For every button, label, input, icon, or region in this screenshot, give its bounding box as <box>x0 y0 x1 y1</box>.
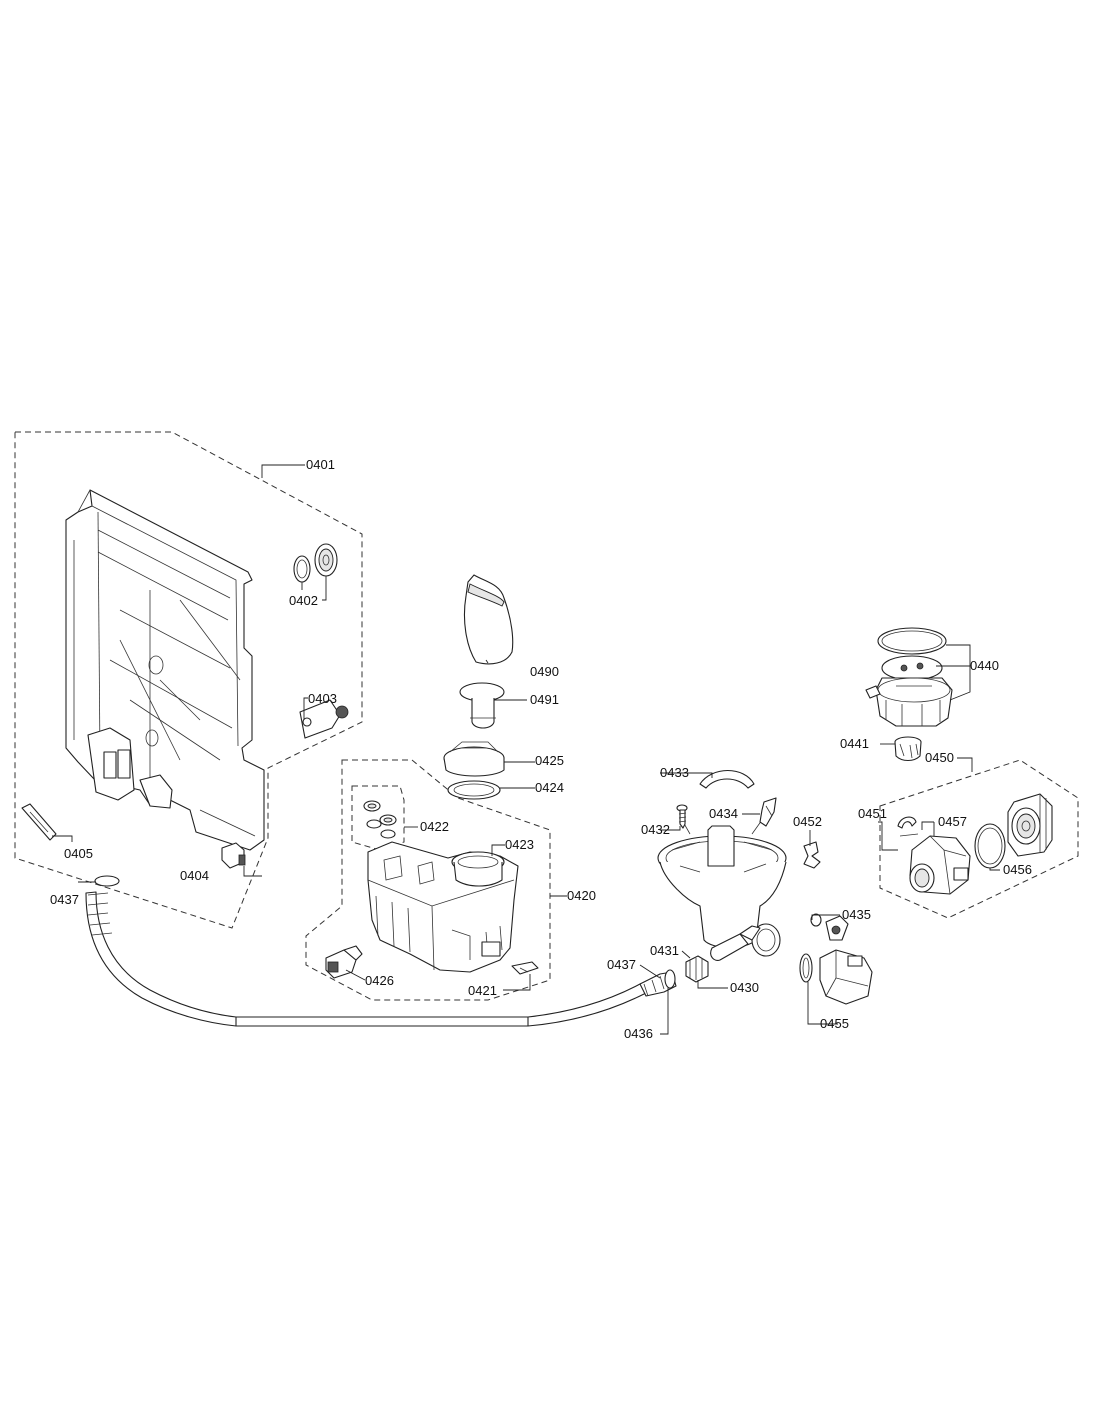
small-seals-part <box>363 800 397 839</box>
filler-cap-part <box>459 682 505 729</box>
group-outline-0420 <box>305 759 551 1001</box>
callout-0436: 0436 <box>624 1026 653 1041</box>
bracket-part <box>21 803 57 841</box>
callout-0456: 0456 <box>1003 862 1032 877</box>
callout-0450: 0450 <box>925 750 954 765</box>
nonreturn-fitting-part <box>685 955 709 983</box>
connector-plug-part <box>221 842 246 869</box>
callout-0402: 0402 <box>289 593 318 608</box>
callout-0490: 0490 <box>530 664 559 679</box>
drain-hose-part <box>85 875 677 1027</box>
callout-0430: 0430 <box>730 980 759 995</box>
check-valve-part <box>759 797 777 827</box>
callout-0425: 0425 <box>535 753 564 768</box>
group-outline-0450 <box>879 759 1079 919</box>
pump-sump-part <box>657 819 787 961</box>
pump-seal-part <box>974 823 1006 869</box>
leader-lines <box>52 464 1000 1035</box>
callout-0451: 0451 <box>858 806 887 821</box>
funnel-part <box>463 574 514 665</box>
callout-0455: 0455 <box>820 1016 849 1031</box>
callout-0432: 0432 <box>641 822 670 837</box>
pump-motor-part <box>1007 793 1053 857</box>
clip-part <box>511 961 539 975</box>
heater-assembly-part <box>865 627 953 727</box>
screw-part <box>676 804 688 829</box>
drain-pump-part <box>799 949 873 1005</box>
callout-0421: 0421 <box>468 983 497 998</box>
callout-0401: 0401 <box>306 457 335 472</box>
callout-0423: 0423 <box>505 837 534 852</box>
callout-0452: 0452 <box>793 814 822 829</box>
callout-0422: 0422 <box>420 819 449 834</box>
heater-hub-part <box>894 736 922 762</box>
callout-0435: 0435 <box>842 907 871 922</box>
pump-clip-part <box>897 816 919 837</box>
callout-0441: 0441 <box>840 736 869 751</box>
valve-fitting-part <box>299 699 349 739</box>
callout-0491: 0491 <box>530 692 559 707</box>
callout-0404: 0404 <box>180 868 209 883</box>
callout-0431: 0431 <box>650 943 679 958</box>
small-valve-part <box>810 913 849 941</box>
callout-0420: 0420 <box>567 888 596 903</box>
callout-0437-left: 0437 <box>50 892 79 907</box>
tank-seal-part <box>447 780 501 800</box>
callout-labels: 0401 0402 0403 0404 0405 0437 0490 0491 … <box>50 457 1032 1041</box>
callout-0424: 0424 <box>535 780 564 795</box>
callout-0434: 0434 <box>709 806 738 821</box>
callout-0433: 0433 <box>660 765 689 780</box>
callout-0440: 0440 <box>970 658 999 673</box>
retaining-clip-part <box>803 841 821 869</box>
side-panel-part <box>65 489 265 851</box>
callout-0437-right: 0437 <box>607 957 636 972</box>
impeller-cover-part <box>699 770 755 789</box>
sensor-plug-part <box>325 945 363 979</box>
seal-rings-part <box>293 543 338 583</box>
tank-lid-part <box>443 741 505 777</box>
callout-0457: 0457 <box>938 814 967 829</box>
callout-0426: 0426 <box>365 973 394 988</box>
callout-0405: 0405 <box>64 846 93 861</box>
callout-0403: 0403 <box>308 691 337 706</box>
group-outline-0422 <box>351 785 405 851</box>
pump-housing-part <box>909 835 971 895</box>
water-softener-part <box>367 841 519 973</box>
group-outline-0401 <box>14 431 363 929</box>
